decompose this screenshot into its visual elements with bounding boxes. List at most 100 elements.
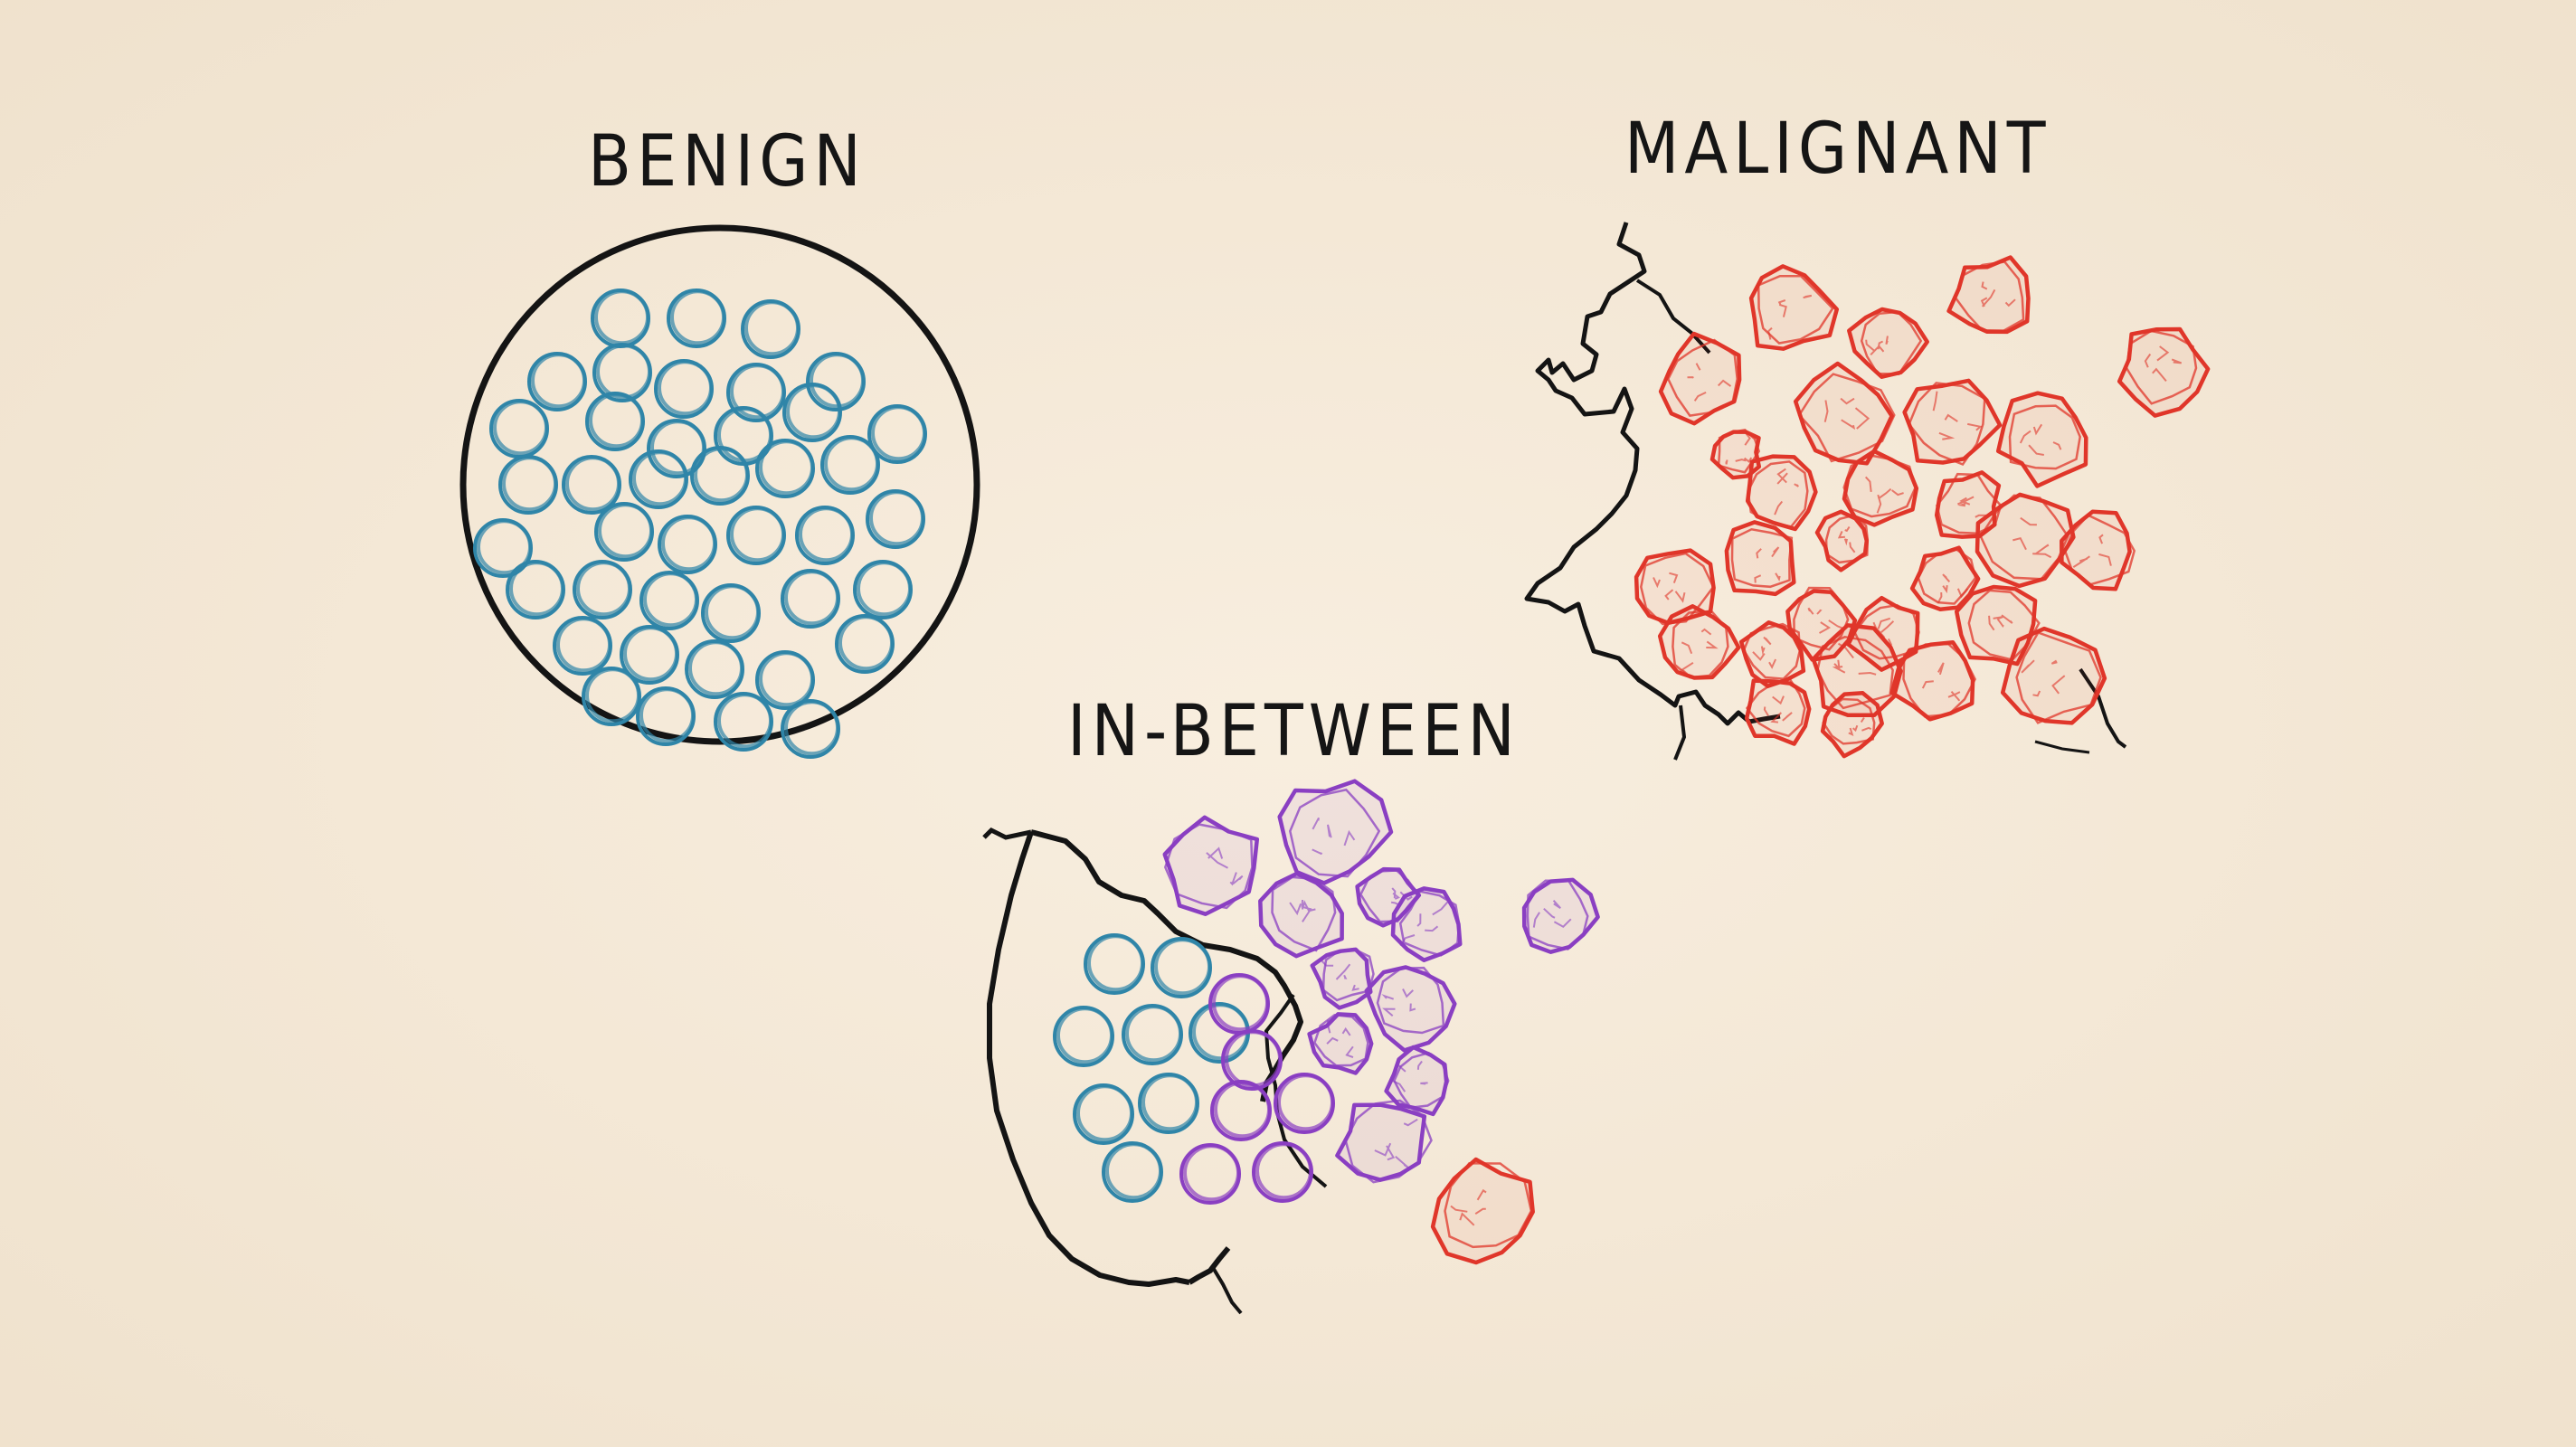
benign-cell bbox=[636, 686, 696, 746]
benign-cell bbox=[741, 299, 800, 359]
benign-cell bbox=[498, 455, 558, 515]
malignant-cell bbox=[1889, 639, 1977, 722]
benign-label: BENIGN bbox=[588, 119, 867, 203]
malignant-tissue-crack-1 bbox=[1635, 279, 1711, 355]
benign-cell bbox=[473, 518, 533, 578]
malignant-tumor bbox=[1524, 222, 2211, 761]
malignant-cell bbox=[1724, 520, 1796, 597]
benign-cell bbox=[781, 699, 840, 759]
in-between-irregular-cell bbox=[1277, 779, 1394, 885]
in-between-transition-cell bbox=[1179, 1143, 1241, 1205]
in-between-breach-line bbox=[1264, 993, 1328, 1188]
benign-cell bbox=[685, 639, 744, 699]
benign-cell bbox=[820, 435, 880, 495]
in-between-irregular-cell bbox=[1307, 1012, 1374, 1075]
benign-cell bbox=[585, 392, 645, 451]
in-between-benign-cell bbox=[1084, 933, 1145, 995]
in-between-cells bbox=[1053, 779, 1600, 1265]
benign-cell bbox=[620, 625, 679, 685]
in-between-capsule-tail bbox=[982, 827, 1032, 840]
benign-cell bbox=[726, 506, 786, 565]
benign-cell bbox=[701, 583, 761, 643]
in-between-irregular-cell bbox=[1162, 815, 1260, 916]
in-between-benign-cell bbox=[1151, 937, 1212, 998]
in-between-capsule-crack bbox=[1210, 1264, 1243, 1315]
malignant-cell bbox=[2000, 626, 2107, 725]
benign-cell bbox=[853, 560, 913, 619]
in-between-irregular-cell bbox=[1390, 886, 1463, 962]
malignant-tissue-crack-4 bbox=[2034, 740, 2090, 754]
benign-cell bbox=[489, 399, 549, 459]
malignant-cell bbox=[1847, 307, 1929, 379]
benign-cells bbox=[473, 288, 927, 759]
malignant-cell bbox=[1748, 264, 1840, 351]
benign-cell bbox=[835, 614, 895, 674]
in-between-irregular-cell bbox=[1355, 866, 1422, 928]
in-between-benign-cell bbox=[1102, 1141, 1163, 1203]
in-between-irregular-cell bbox=[1335, 1099, 1433, 1184]
in-between-transition-cell bbox=[1252, 1141, 1313, 1203]
benign-cell bbox=[592, 343, 652, 402]
malignant-cell bbox=[1946, 255, 2031, 335]
in-between-transition-cell bbox=[1210, 1080, 1272, 1141]
benign-capsule bbox=[459, 224, 980, 745]
in-between-irregular-cell bbox=[1258, 871, 1344, 959]
malignant-tissue-crack-2 bbox=[1673, 705, 1687, 761]
in-between-benign-cell bbox=[1053, 1006, 1114, 1067]
benign-cell bbox=[795, 506, 855, 565]
malignant-cell bbox=[1793, 361, 1896, 466]
benign-cell bbox=[782, 383, 842, 442]
benign-cell bbox=[755, 439, 815, 498]
in-between-benign-cell bbox=[1122, 1004, 1183, 1065]
malignant-tissue-crack-3 bbox=[2079, 667, 2127, 749]
benign-cell bbox=[573, 560, 632, 619]
benign-cell bbox=[639, 571, 699, 630]
benign-cell bbox=[867, 404, 927, 464]
malignant-cell bbox=[1745, 454, 1818, 532]
benign-cell bbox=[594, 502, 654, 562]
in-between-irregular-cell bbox=[1364, 965, 1457, 1053]
benign-cell bbox=[562, 455, 621, 515]
benign-cell bbox=[647, 419, 706, 478]
malignant-cell bbox=[1657, 604, 1741, 680]
malignant-cells bbox=[1634, 255, 2211, 759]
malignant-cell bbox=[1975, 492, 2076, 589]
malignant-cell bbox=[1785, 586, 1858, 662]
malignant-tissue-boundary bbox=[1524, 222, 1781, 726]
malignant-cell bbox=[2060, 509, 2136, 591]
benign-cell bbox=[527, 352, 587, 411]
in-between-transition-cell bbox=[1274, 1073, 1335, 1134]
benign-cell bbox=[591, 288, 650, 348]
malignant-cell bbox=[1842, 449, 1919, 527]
in-between-irregular-cell bbox=[1521, 877, 1600, 954]
malignant-cell bbox=[1709, 428, 1762, 480]
malignant-cell bbox=[1902, 378, 2003, 467]
benign-cell bbox=[629, 449, 688, 509]
malignant-cell bbox=[1820, 691, 1884, 759]
in-between-irregular-cell bbox=[1310, 947, 1375, 1010]
benign-cell bbox=[506, 560, 565, 619]
benign-cell bbox=[667, 288, 726, 348]
in-between-label: IN-BETWEEN bbox=[1067, 689, 1520, 772]
benign-cell bbox=[582, 667, 641, 726]
benign-cell bbox=[658, 515, 717, 574]
in-between-tumor bbox=[982, 779, 1600, 1315]
malignant-cell bbox=[1744, 676, 1812, 746]
benign-cell bbox=[654, 359, 714, 419]
benign-cell bbox=[714, 692, 773, 752]
malignant-cell bbox=[1995, 391, 2088, 488]
benign-cell bbox=[866, 489, 925, 549]
in-between-irregular-cell bbox=[1384, 1045, 1450, 1117]
malignant-label: MALIGNANT bbox=[1624, 107, 2051, 190]
in-between-benign-cell bbox=[1138, 1073, 1199, 1134]
benign-tumor bbox=[459, 224, 980, 759]
benign-cell bbox=[755, 650, 815, 710]
malignant-cell bbox=[1846, 595, 1920, 672]
in-between-capsule bbox=[987, 829, 1303, 1287]
malignant-cell bbox=[1658, 331, 1742, 426]
benign-cell bbox=[781, 569, 840, 629]
in-between-benign-cell bbox=[1073, 1083, 1134, 1145]
in-between-malignant-cell bbox=[1430, 1157, 1535, 1265]
